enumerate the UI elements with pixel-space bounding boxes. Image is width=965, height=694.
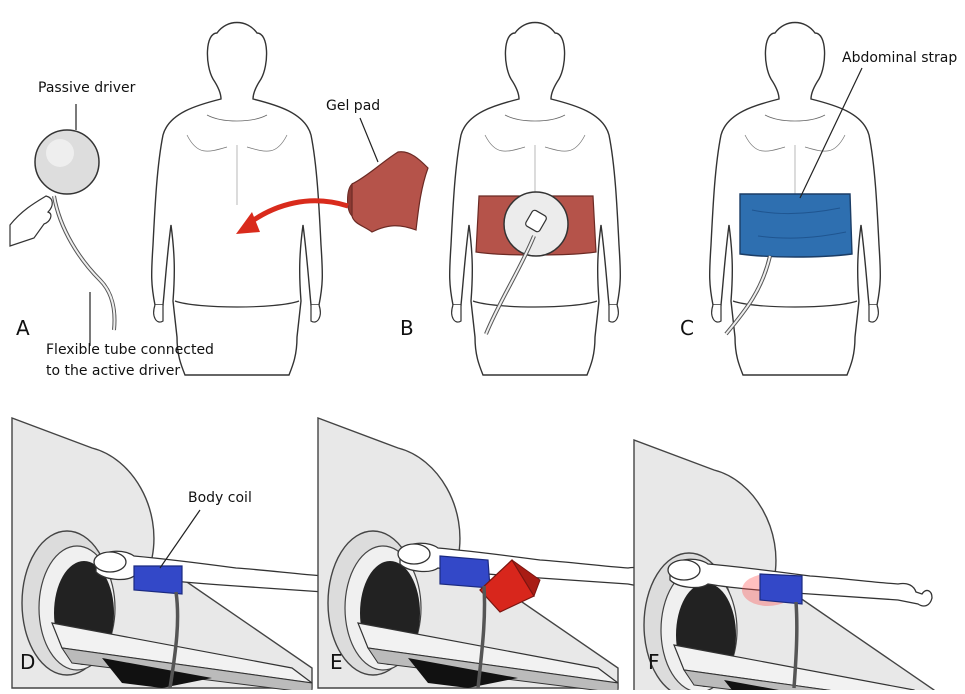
flexible-tube-label-line1: Flexible tube connected (46, 342, 214, 358)
body-coil-icon (134, 566, 182, 594)
panel-label-e: E (330, 650, 343, 674)
flexible-tube-label-line2: to the active driver (46, 363, 180, 379)
panel-label-b: B (400, 316, 414, 340)
body-coil-leader (160, 510, 200, 568)
hand-icon (10, 196, 52, 246)
panel-a-torso (152, 23, 323, 376)
gel-pad-icon (352, 152, 428, 232)
gel-pad-leader (360, 118, 378, 162)
body-coil-f (760, 574, 802, 604)
gel-pad-label: Gel pad (326, 98, 380, 114)
active-driver-icon (504, 192, 568, 256)
body-coil-e (440, 556, 490, 588)
panel-label-f: F (648, 650, 660, 674)
abdominal-strap-icon (740, 194, 852, 257)
panel-label-d: D (20, 650, 35, 674)
body-coil-label: Body coil (188, 490, 252, 506)
scanner-d (12, 418, 312, 690)
panel-label-c: C (680, 316, 694, 340)
passive-driver-label: Passive driver (38, 80, 135, 96)
passive-driver-icon (35, 130, 99, 194)
panel-label-a: A (16, 316, 30, 340)
abdominal-strap-label: Abdominal strap (842, 50, 957, 66)
